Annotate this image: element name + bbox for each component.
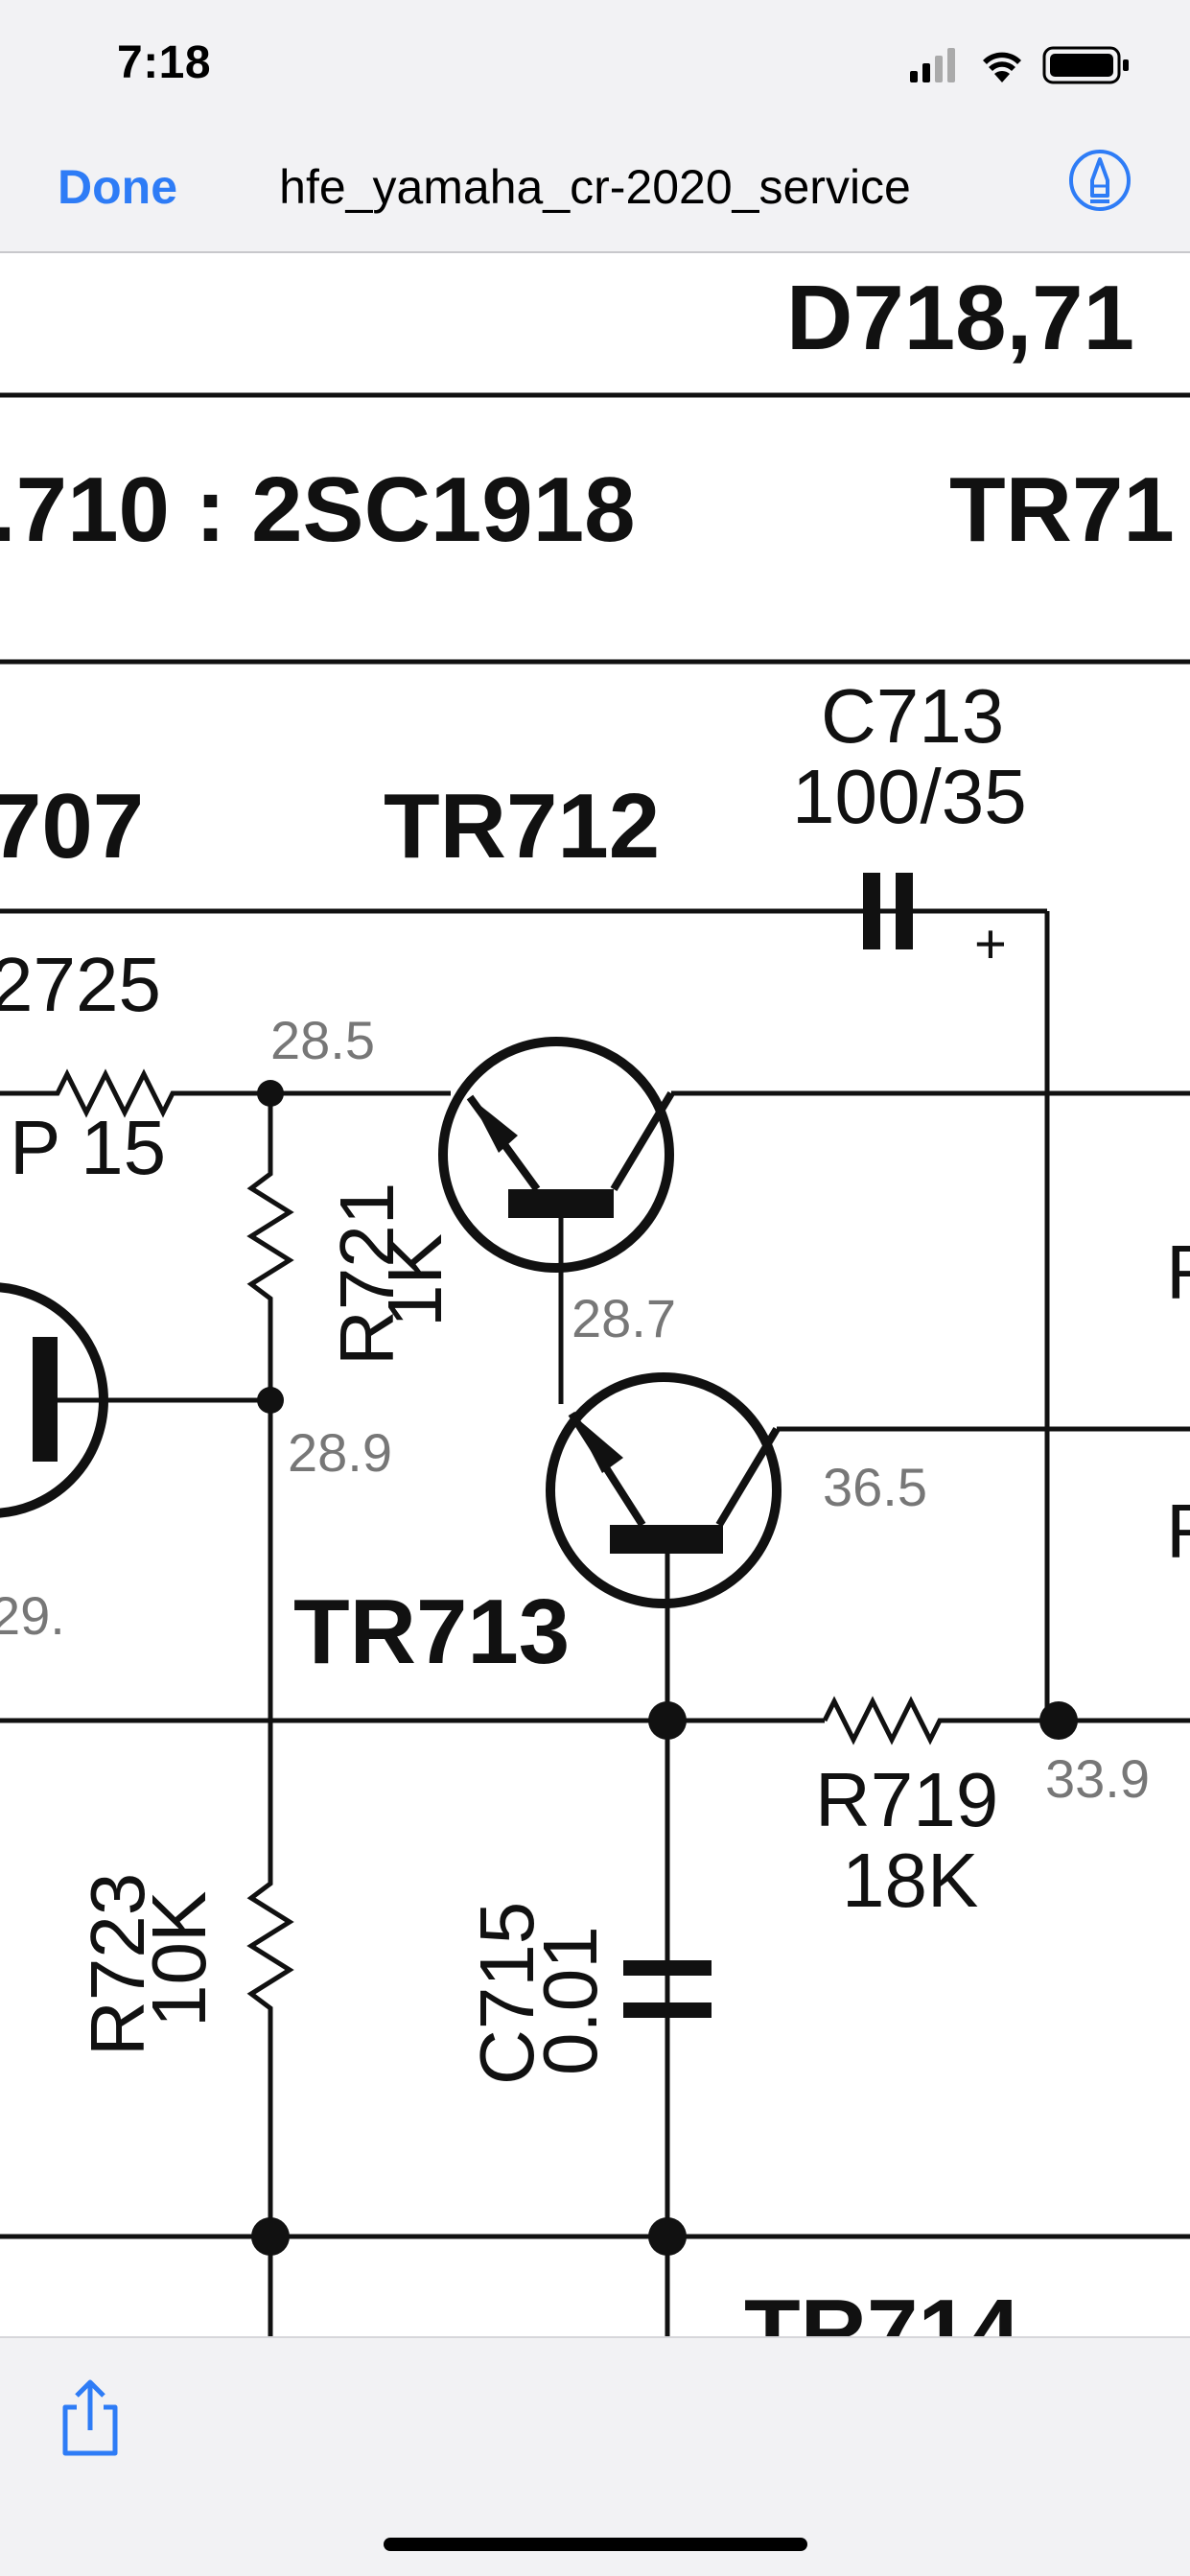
r721-value-label: 1K <box>372 1233 457 1327</box>
r719-value-label: 18K <box>842 1838 978 1923</box>
transistor-tr712-symbol <box>438 1037 675 1404</box>
r723-name-label: R723 <box>75 1873 160 2056</box>
junction-dot <box>251 2217 290 2256</box>
capacitor-c715-symbol <box>623 1960 712 2018</box>
right-r-label: R <box>1166 1229 1190 1315</box>
header-diodes-label: D718,71 <box>786 267 1134 369</box>
transistor-right-label: TR71 <box>949 458 1175 561</box>
tr714-label: TR714 <box>744 2281 1020 2336</box>
tr707-label: 707 <box>0 775 144 878</box>
done-button[interactable]: Done <box>58 160 177 214</box>
voltage-lower-label: 28.9 <box>288 1422 392 1483</box>
c713-name-label: C713 <box>821 673 1004 759</box>
c715-value-label: 0.01 <box>527 1926 613 2075</box>
junction-dot <box>1039 1701 1078 1740</box>
nav-bar: Done hfe_yamaha_cr-2020_service <box>0 130 1190 253</box>
battery-icon <box>1042 46 1129 84</box>
document-title: hfe_yamaha_cr-2020_service <box>279 160 911 214</box>
transistor-tr707-symbol <box>0 1282 270 1518</box>
status-icons <box>910 46 1131 84</box>
transistor-type-label: .710 : 2SC1918 <box>0 458 635 561</box>
status-time: 7:18 <box>117 37 212 88</box>
voltage-far-right-label: 33.9 <box>1045 1748 1150 1809</box>
resistor-r719-symbol <box>822 1696 1190 1745</box>
wifi-icon <box>983 52 1021 82</box>
r723-value-label: 10K <box>136 1891 222 2027</box>
cellular-signal-icon <box>910 48 955 82</box>
capacitor-c713-symbol <box>863 873 913 949</box>
r719-name-label: R719 <box>815 1757 998 1842</box>
tr713-label: TR713 <box>293 1581 570 1683</box>
share-icon[interactable] <box>56 2378 125 2459</box>
right-r-label-2: R <box>1166 1488 1190 1574</box>
status-bar: 7:18 <box>0 0 1190 130</box>
voltage-left-edge-label: 29. <box>0 1585 65 1646</box>
junction-dot <box>648 1701 687 1740</box>
schematic-page: D718,71 .710 : 2SC1918 TR71 707 TR712 C7… <box>0 267 1190 2336</box>
resistor-r723-symbol <box>246 1400 294 2336</box>
voltage-right-label: 36.5 <box>823 1457 927 1517</box>
r725-name-label: 2725 <box>0 942 161 1027</box>
markup-pen-icon[interactable] <box>1067 148 1132 213</box>
bottom-toolbar <box>0 2336 1190 2576</box>
home-indicator <box>384 2538 807 2551</box>
polarity-plus-label: + <box>974 913 1007 975</box>
r721-name-label: R721 <box>324 1183 409 1366</box>
c715-name-label: C715 <box>464 1902 549 2085</box>
junction-dot <box>648 2217 687 2256</box>
transistor-tr713-symbol <box>546 1372 782 2336</box>
resistor-r725-symbol <box>0 1068 270 1118</box>
tr712-label: TR712 <box>384 775 660 878</box>
c713-value-label: 100/35 <box>792 754 1027 839</box>
r725-value-label: P 15 <box>10 1105 166 1190</box>
voltage-28-5-label: 28.5 <box>270 1010 375 1070</box>
document-viewer[interactable]: D718,71 .710 : 2SC1918 TR71 707 TR712 C7… <box>0 253 1190 2336</box>
resistor-r721-symbol <box>246 1093 294 1400</box>
voltage-mid-label: 28.7 <box>572 1288 676 1348</box>
